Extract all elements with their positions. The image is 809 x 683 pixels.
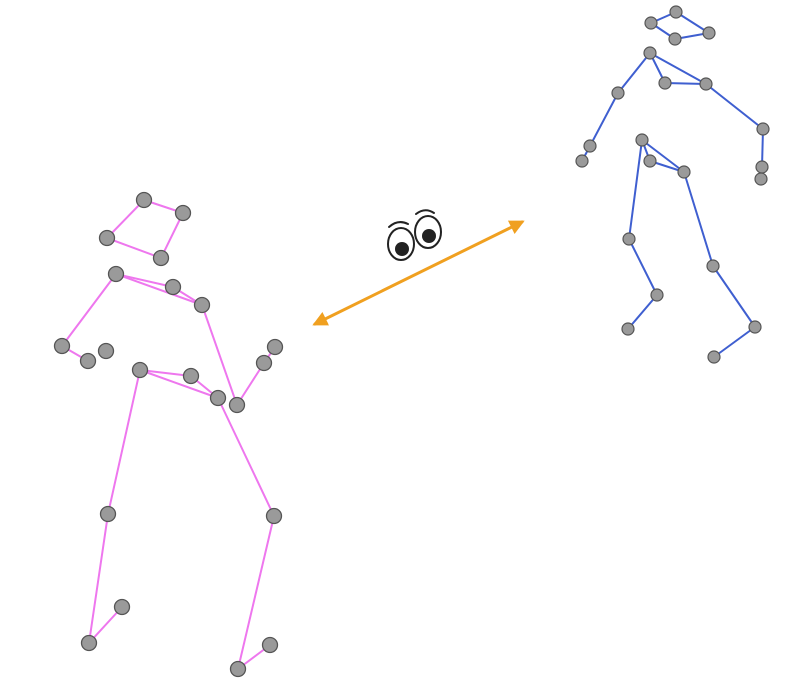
left-skeleton-bones <box>61 199 276 670</box>
eyes-icon <box>387 209 442 261</box>
double-arrow-icon <box>312 220 525 326</box>
right-skeleton-bones <box>581 11 764 358</box>
right-skeleton-joints <box>575 5 770 364</box>
left-skeleton-joints <box>53 191 284 678</box>
left-pose-skeleton <box>53 191 284 678</box>
right-pose-skeleton <box>575 5 770 364</box>
